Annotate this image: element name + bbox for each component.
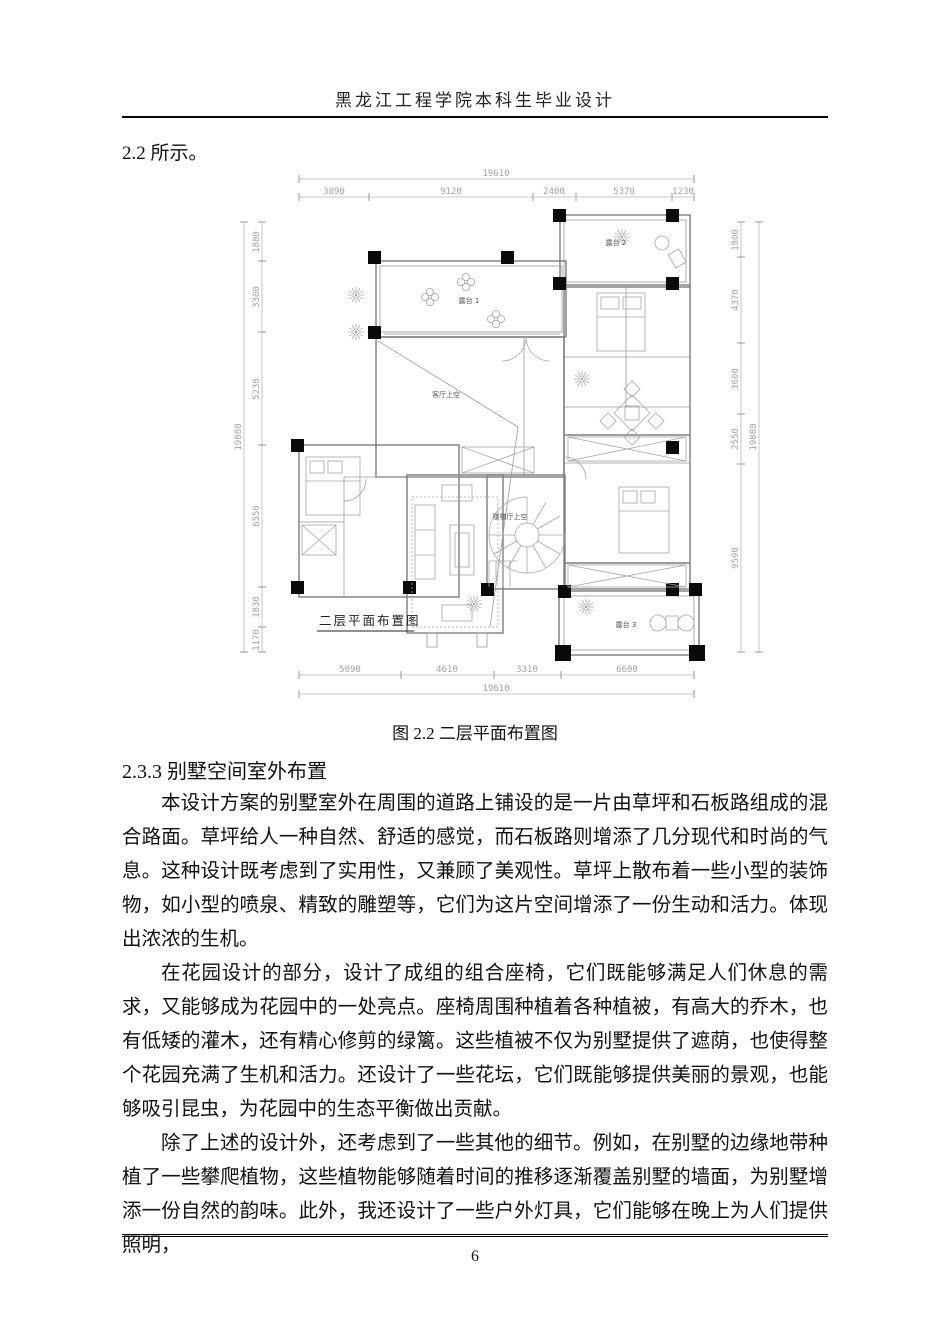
dim-label: 1800 (731, 229, 741, 251)
bottom-dimension-chain: 5090 4610 3310 6600 19610 (298, 665, 695, 698)
body-paragraph-2: 在花园设计的部分，设计了成组的组合座椅，它们既能够满足人们休息的需求，又能够成为… (122, 963, 828, 1120)
floor-plan-svg: 19610 3890 9120 2400 5370 1230 (234, 169, 763, 698)
dim-label: 3310 (516, 665, 538, 675)
right-dimension-chain: 1800 4370 3600 2550 9590 19880 (731, 221, 763, 653)
room-labels: 露台 1 露台 2 露台 3 客厅上空 楼梯厅上空 二层平面布置图 (317, 238, 637, 632)
dim-label: 4610 (436, 665, 458, 675)
dim-label: 2400 (543, 187, 565, 197)
top-dimension-chain: 19610 3890 9120 2400 5370 1230 (298, 169, 695, 201)
section-heading: 2.3.3 别墅空间室外布置 (122, 761, 327, 783)
structural-columns (291, 209, 705, 661)
room-label-stair-void: 楼梯厅上空 (493, 512, 528, 521)
dim-label: 4370 (731, 289, 741, 311)
dim-label: 3300 (252, 286, 262, 308)
dim-label: 19610 (482, 169, 509, 179)
left-dimension-chain: 19880 1800 3300 5230 6550 1830 1170 (234, 221, 266, 653)
dim-label: 1170 (252, 629, 262, 651)
plan-title: 二层平面布置图 (319, 614, 421, 628)
dim-label: 5230 (252, 378, 262, 400)
dim-label: 1230 (672, 187, 694, 197)
body-paragraph-3: 除了上述的设计外，还考虑到了一些其他的细节。例如，在别墅的边缘地带种植了一些攀爬… (122, 1133, 828, 1256)
dim-label: 9590 (731, 547, 741, 569)
dim-label: 19610 (482, 684, 509, 694)
floor-plan-figure: 19610 3890 9120 2400 5370 1230 (122, 167, 828, 707)
plan-walls (298, 214, 700, 656)
dim-label: 5090 (339, 665, 361, 675)
dim-label: 5370 (613, 187, 635, 197)
dim-label: 19880 (749, 423, 759, 450)
footer-rule (122, 1234, 828, 1237)
page-header: 黑龙江工程学院本科生毕业设计 (122, 0, 828, 118)
dim-label: 9120 (440, 187, 462, 197)
dim-label: 2550 (731, 428, 741, 450)
page-number: 6 (471, 1248, 479, 1265)
dim-label: 19880 (234, 423, 244, 450)
dim-label: 6600 (616, 665, 638, 675)
dim-label: 1800 (252, 231, 262, 253)
figure-caption: 图 2.2 二层平面布置图 (392, 724, 558, 743)
room-label-living-void: 客厅上空 (432, 390, 460, 399)
dim-label: 3600 (731, 368, 741, 390)
dim-label: 6550 (252, 505, 262, 527)
room-label-terrace2: 露台 2 (606, 238, 627, 247)
plan-furniture (301, 235, 695, 632)
dim-label: 3890 (323, 187, 345, 197)
intro-text: 2.2 所示。 (122, 143, 208, 164)
dim-label: 1830 (252, 596, 262, 618)
room-label-terrace1: 露台 1 (459, 296, 480, 305)
room-label-terrace3: 露台 3 (616, 620, 637, 629)
body-paragraph-1: 本设计方案的别墅室外在周围的道路上铺设的是一片由草坪和石板路组成的混合路面。草坪… (122, 793, 828, 950)
